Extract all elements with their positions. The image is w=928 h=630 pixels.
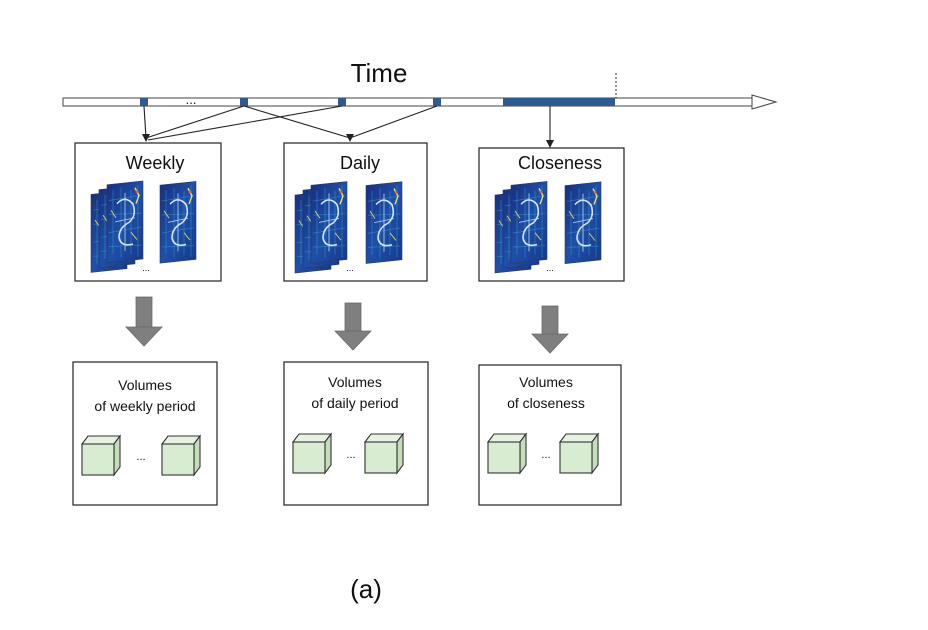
component-title: Daily: [340, 153, 380, 173]
down-arrow-weekly: [125, 296, 163, 347]
output-daily: Volumes of daily period ...: [283, 361, 429, 506]
volume-cube: [363, 432, 405, 475]
output-title-line1: Volumes: [519, 374, 573, 390]
output-title-line2: of closeness: [507, 395, 585, 411]
heatmap-ellipsis: ...: [346, 263, 354, 273]
timeline-segment-closeness: [503, 98, 615, 106]
output-title-line2: of daily period: [311, 395, 398, 411]
volume-cube: [291, 432, 333, 475]
volume-cube: [160, 434, 202, 477]
volume-ellipsis: ...: [346, 449, 355, 461]
output-title-line1: Volumes: [328, 374, 382, 390]
component-title: Closeness: [518, 153, 602, 173]
heatmap-ellipsis: ...: [546, 263, 554, 273]
figure-caption: (a): [350, 574, 382, 604]
timeline-segment-daily-2: [433, 98, 441, 106]
timeline-ellipsis: ...: [186, 92, 197, 107]
heatmap-ellipsis: ...: [142, 263, 150, 273]
timeline-label: Time: [351, 58, 408, 88]
down-arrow-closeness: [531, 305, 569, 354]
output-closeness: Volumes of closeness ...: [478, 364, 622, 506]
timeline-segment-weekly-1: [140, 98, 148, 106]
output-weekly: Volumes of weekly period ...: [72, 361, 218, 506]
timeline-arrow: [62, 94, 778, 110]
volume-ellipsis: ...: [136, 451, 145, 463]
component-closeness: Closeness ...: [478, 147, 625, 282]
output-title-line2: of weekly period: [94, 398, 195, 414]
volume-cube: [558, 432, 600, 475]
component-weekly: Weekly ...: [74, 142, 222, 282]
output-title-line1: Volumes: [118, 377, 172, 393]
volume-cube: [80, 434, 122, 477]
volume-cube: [486, 432, 528, 475]
timeline-segment-weekly-2: [240, 98, 248, 106]
component-title: Weekly: [126, 153, 185, 173]
component-daily: Daily ...: [283, 142, 428, 282]
timeline-segment-daily-1: [338, 98, 346, 106]
volume-ellipsis: ...: [541, 449, 550, 461]
down-arrow-daily: [334, 302, 372, 351]
timeline-connectors: [142, 105, 554, 148]
